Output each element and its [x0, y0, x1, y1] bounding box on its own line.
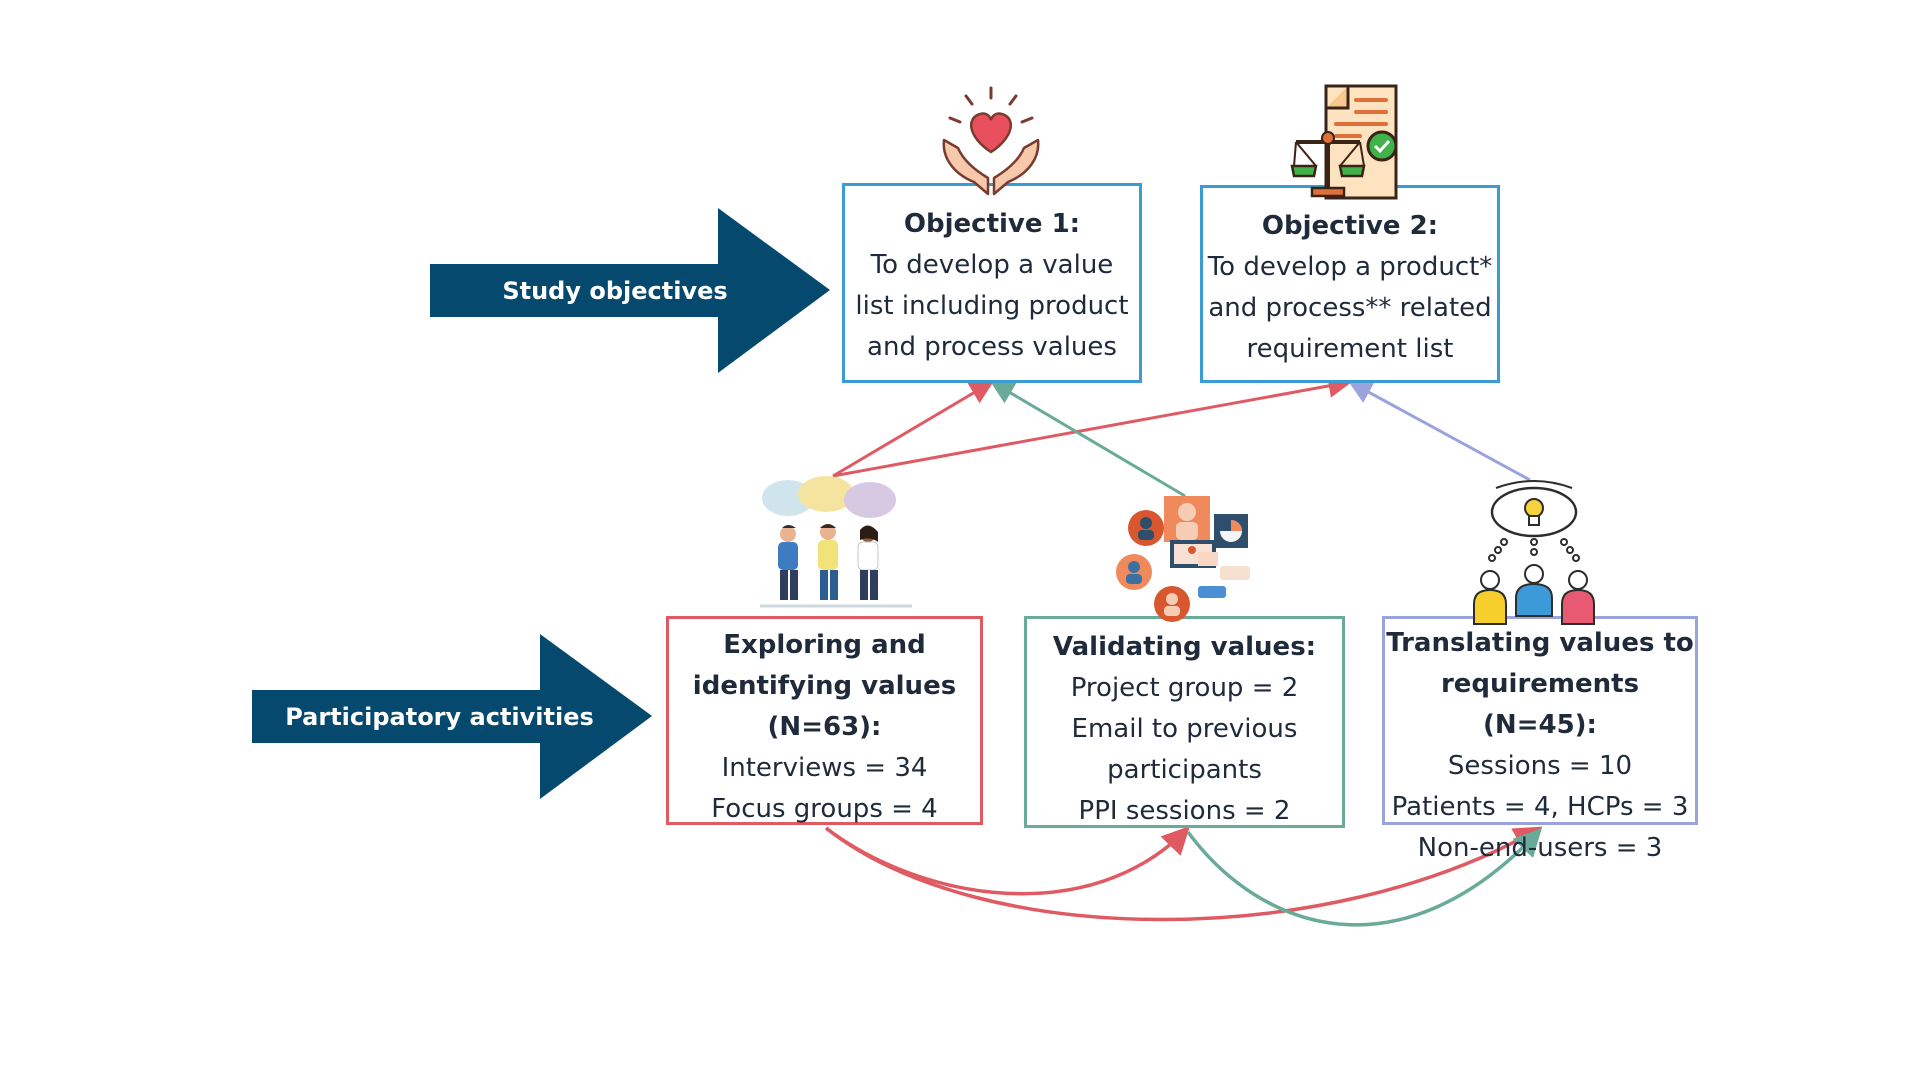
translate-title-line: Translating values to — [1386, 628, 1694, 658]
explore-title-line: Exploring and — [723, 630, 926, 660]
scales-document-icon — [1286, 80, 1416, 204]
validate-activity-box: Validating values: Project group = 2 Ema… — [1024, 616, 1345, 828]
hands-heart-icon — [928, 82, 1054, 202]
validate-ppi-sessions: PPI sessions = 2 — [1078, 796, 1291, 826]
explore-interviews: Interviews = 34 — [721, 753, 928, 783]
study-objectives-label: Study objectives — [502, 276, 728, 305]
video-meeting-icon — [1114, 494, 1254, 624]
explore-to-translate-arrow — [824, 826, 1543, 922]
translate-to-objective2-arrow — [1347, 380, 1531, 482]
validate-to-objective1-arrow — [989, 380, 1186, 498]
objective-2-text-line: To develop a product* — [1207, 252, 1493, 282]
explore-to-objective1-arrow — [832, 380, 995, 478]
explore-title-line: (N=63): — [767, 712, 882, 742]
people-discussion-icon — [756, 476, 916, 612]
validate-email-line: Email to previous — [1071, 714, 1298, 744]
explore-title-line: identifying values — [692, 671, 957, 701]
validate-project-group: Project group = 2 — [1070, 673, 1299, 703]
idea-team-icon — [1466, 480, 1602, 626]
participatory-activities-arrow: Participatory activities — [252, 634, 652, 799]
objective-2-box: Objective 2: To develop a product* and p… — [1200, 185, 1500, 383]
explore-activity-box: Exploring and identifying values (N=63):… — [666, 616, 983, 825]
validate-to-translate-arrow — [1186, 827, 1542, 927]
translate-activity-box: Translating values to requirements (N=45… — [1382, 616, 1698, 863]
explore-focus-groups: Focus groups = 4 — [711, 794, 938, 824]
validate-participants-line: participants — [1107, 755, 1262, 785]
translate-sessions: Sessions = 10 — [1447, 751, 1633, 781]
translate-participants: Patients = 4, HCPs = 3 — [1391, 792, 1689, 822]
translate-non-end-users: Non-end-users = 3 — [1417, 833, 1663, 863]
objective-1-text-line: To develop a value — [870, 250, 1114, 280]
explore-to-objective2-arrow — [832, 374, 1353, 478]
objective-2-text-line: requirement list — [1246, 334, 1454, 364]
study-objectives-arrow: Study objectives — [430, 208, 830, 373]
objective-2-text-line: and process** related — [1208, 293, 1492, 323]
validate-title: Validating values: — [1052, 632, 1317, 662]
objective-1-title: Objective 1: — [903, 209, 1081, 239]
participatory-activities-label: Participatory activities — [285, 702, 594, 731]
objective-1-box: Objective 1: To develop a value list inc… — [842, 183, 1142, 383]
translate-title-line: requirements (N=45): — [1440, 669, 1640, 740]
objective-1-text-line: and process values — [867, 332, 1117, 362]
objective-1-text-line: list including product — [855, 291, 1129, 321]
objective-2-title: Objective 2: — [1261, 211, 1439, 241]
